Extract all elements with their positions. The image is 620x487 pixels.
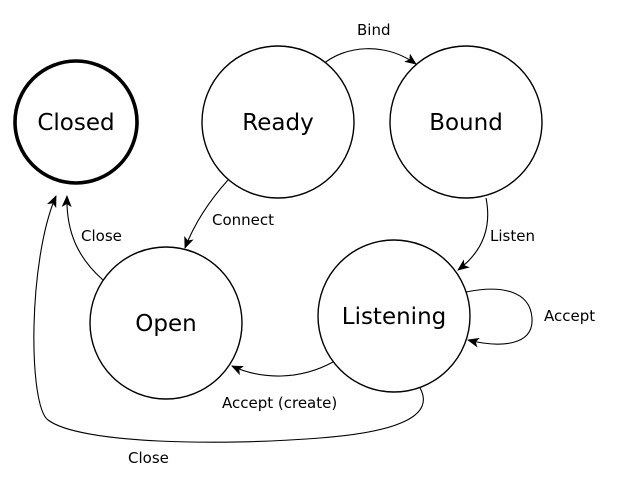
edge-accept-create xyxy=(231,361,334,377)
state-bound: Bound xyxy=(389,45,543,199)
edge-label-accept-self: Accept xyxy=(544,307,595,325)
edge-label-close-open: Close xyxy=(81,227,122,245)
edge-close-listening xyxy=(33,195,424,443)
edge-bind xyxy=(321,48,417,66)
edge-label-bind: Bind xyxy=(357,21,391,39)
edge-label-accept-create: Accept (create) xyxy=(222,394,337,412)
state-ready: Ready xyxy=(201,45,355,199)
state-open: Open xyxy=(89,246,243,400)
edge-label-connect: Connect xyxy=(212,211,274,229)
state-listening: Listening xyxy=(317,239,471,393)
edge-connect xyxy=(184,179,229,249)
state-closed: Closed xyxy=(13,59,139,185)
edge-label-close-listening: Close xyxy=(128,449,169,467)
state-label-open: Open xyxy=(135,311,196,337)
state-label-ready: Ready xyxy=(242,110,313,136)
state-label-closed: Closed xyxy=(37,110,114,136)
state-label-bound: Bound xyxy=(429,110,503,136)
state-label-listening: Listening xyxy=(342,304,447,330)
edge-accept-self xyxy=(465,288,533,348)
edge-close-open xyxy=(61,195,104,281)
edge-label-listen: Listen xyxy=(490,227,535,245)
edge-listen xyxy=(457,197,489,271)
